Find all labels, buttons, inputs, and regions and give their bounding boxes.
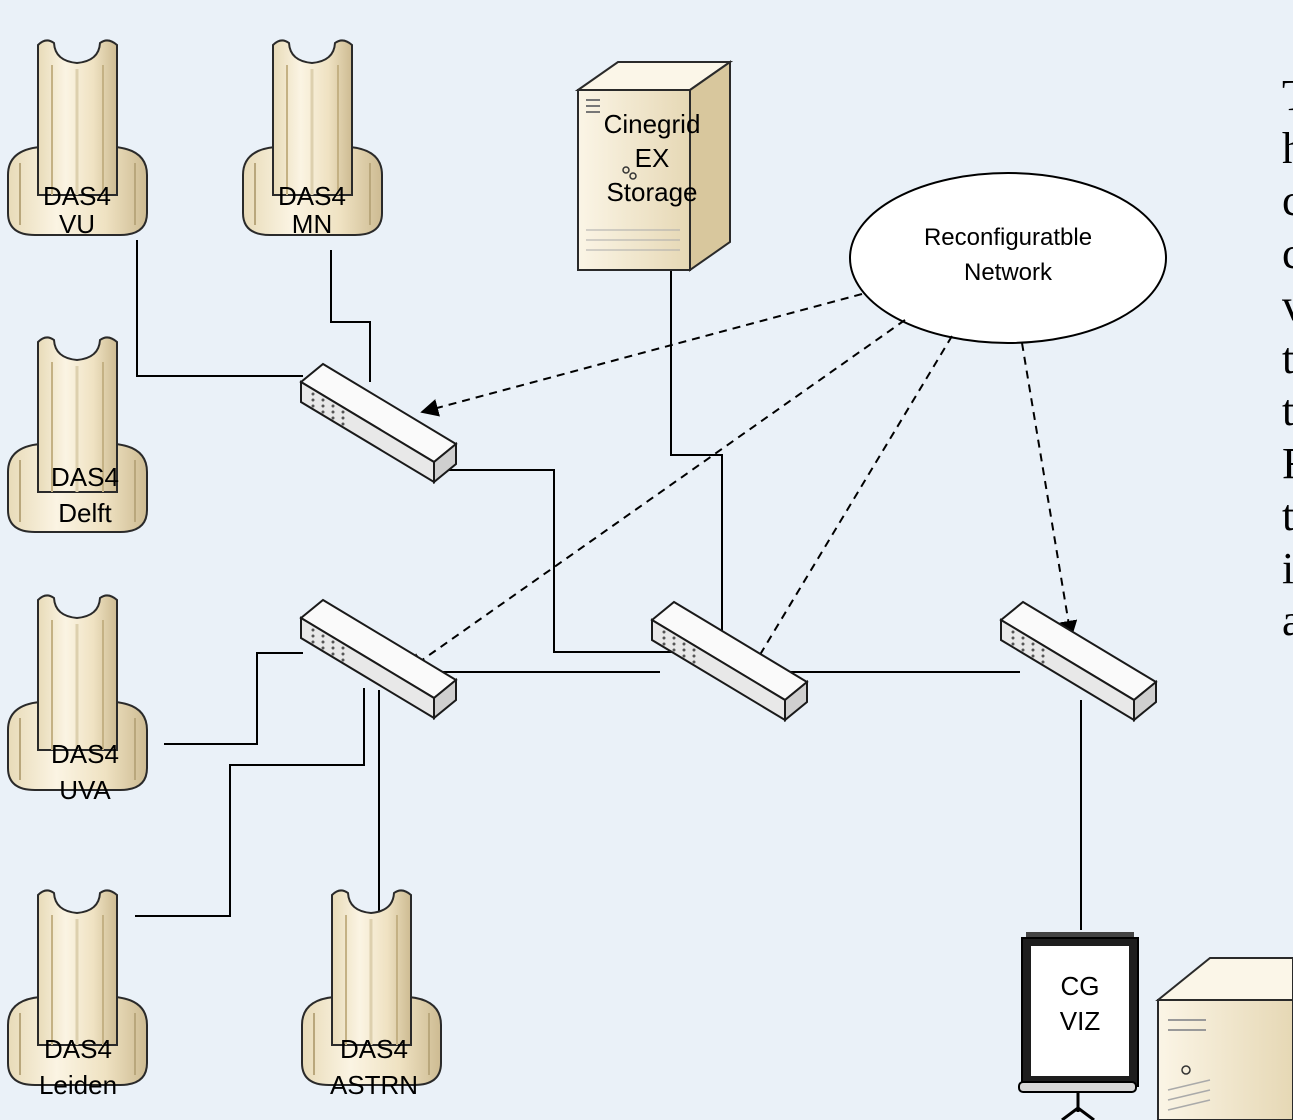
side-paragraph-line: c <box>1282 228 1293 278</box>
storage-label-line3: Storage <box>606 177 697 207</box>
network-label-line2: Network <box>964 259 1053 286</box>
switch-1[interactable] <box>300 363 457 483</box>
link-uva-switch3 <box>164 652 303 745</box>
side-paragraph-line: a <box>1282 596 1293 645</box>
side-paragraph-line: i <box>1282 543 1293 593</box>
links <box>135 240 1082 1004</box>
das4-uva-label-line1: DAS4 <box>51 739 119 769</box>
link-switch1-switch2 <box>440 469 680 653</box>
control-arrows <box>406 293 1078 672</box>
desktop-computer[interactable] <box>1155 957 1293 1120</box>
storage-label-line1: Cinegrid <box>604 109 701 139</box>
link-mn-switch1 <box>330 250 371 382</box>
side-paragraph-line: v <box>1282 281 1293 330</box>
reconfigurable-network-node[interactable] <box>849 172 1167 344</box>
control-arrow-switch1 <box>420 293 863 417</box>
side-paragraph-line: t <box>1282 491 1293 540</box>
das4-astrn-label-line2: ASTRN <box>330 1070 418 1100</box>
network-label-line1: Reconfiguratble <box>924 224 1092 251</box>
cg-viz-screen[interactable] <box>1018 932 1139 1120</box>
control-arrow-switch3 <box>406 319 906 672</box>
das4-leiden-label-line2: Leiden <box>39 1070 117 1100</box>
das4-uva-label-line2: UVA <box>59 775 111 805</box>
viz-label-line2: VIZ <box>1060 1006 1101 1036</box>
das4-vu-label-line1: DAS4 <box>43 181 111 211</box>
control-arrow-switch4 <box>1021 342 1078 639</box>
side-paragraph-line: h <box>1282 123 1293 173</box>
das4-vu-label-line2: VU <box>59 209 95 239</box>
das4-mn-label-line1: DAS4 <box>278 181 346 211</box>
side-paragraph-line: T <box>1282 70 1293 123</box>
das4-delft-label-line1: DAS4 <box>51 462 119 492</box>
side-paragraph-line: t <box>1282 386 1293 435</box>
link-vu-switch1 <box>136 240 303 377</box>
side-paragraph-line: t <box>1282 333 1293 383</box>
viz-label-line1: CG <box>1061 971 1100 1001</box>
storage-label-line2: EX <box>635 143 670 173</box>
das4-mn-label-line2: MN <box>292 209 332 239</box>
switch-4[interactable] <box>1000 601 1157 721</box>
das4-astrn-label-line1: DAS4 <box>340 1034 408 1064</box>
link-storage-switch2 <box>670 270 723 652</box>
das4-leiden-label-line1: DAS4 <box>44 1034 112 1064</box>
side-paragraph-line: c <box>1282 176 1293 225</box>
side-paragraph: T h c c v t t F t i a <box>1282 70 1293 648</box>
das4-delft-label-line2: Delft <box>58 498 112 528</box>
control-arrow-switch2 <box>751 335 953 670</box>
storage-server[interactable] <box>574 60 734 272</box>
switch-2[interactable] <box>651 601 808 721</box>
link-leiden-switch3 <box>135 688 365 917</box>
side-paragraph-line: F <box>1282 438 1293 491</box>
